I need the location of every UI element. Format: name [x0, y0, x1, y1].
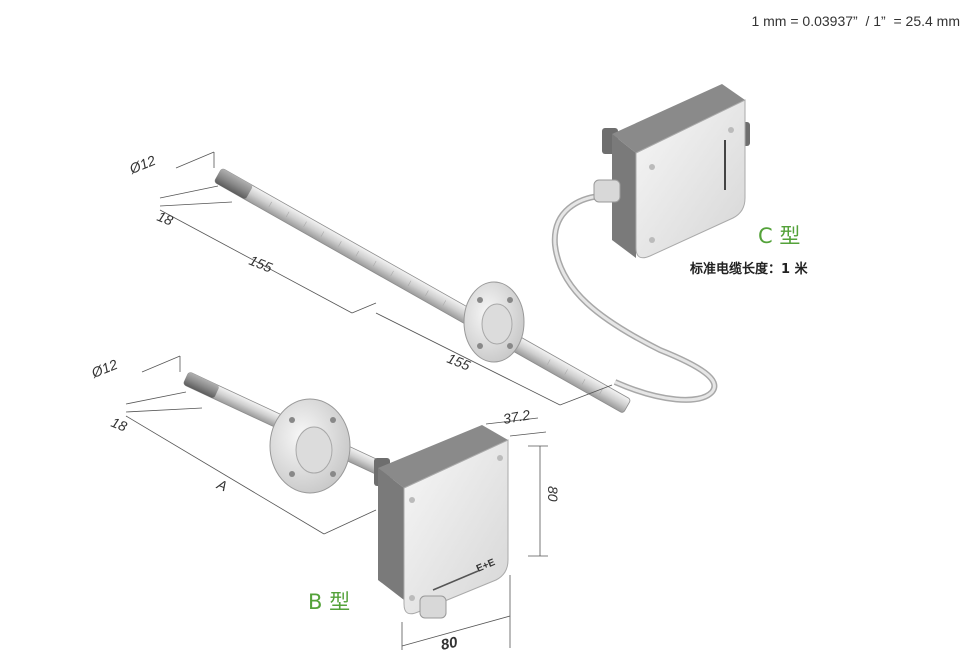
- dim-housing-height: 80: [545, 486, 561, 502]
- type-c-label: C 型: [758, 224, 801, 248]
- dim-c-length-2: 155: [445, 350, 473, 374]
- type-b-housing: E+E: [374, 425, 509, 619]
- c-probe-tip: [215, 169, 253, 199]
- dimension-lines: [125, 151, 613, 650]
- c-flange: [463, 281, 525, 363]
- cable-length-note: 标准电缆长度：1 米: [690, 262, 808, 277]
- dim-c-length-1: 155: [247, 252, 275, 276]
- dim-housing-depth: 37.2: [502, 406, 532, 427]
- type-b-label: B 型: [308, 590, 351, 614]
- type-c-probe: [214, 168, 718, 413]
- dim-c-tip: 18: [155, 208, 176, 229]
- dim-b-length: A: [214, 476, 230, 495]
- conversion-note: 1 mm = 0.03937” / 1” = 25.4 mm: [751, 13, 960, 29]
- dim-housing-width: 80: [439, 634, 459, 654]
- type-b-probe: [183, 372, 397, 494]
- b-probe-tip: [184, 372, 219, 398]
- type-c-housing: [593, 84, 750, 259]
- dim-b-diameter: Ø12: [88, 356, 120, 381]
- dim-b-tip: 18: [109, 414, 130, 435]
- b-flange: [269, 398, 351, 494]
- dim-c-diameter: Ø12: [126, 152, 158, 177]
